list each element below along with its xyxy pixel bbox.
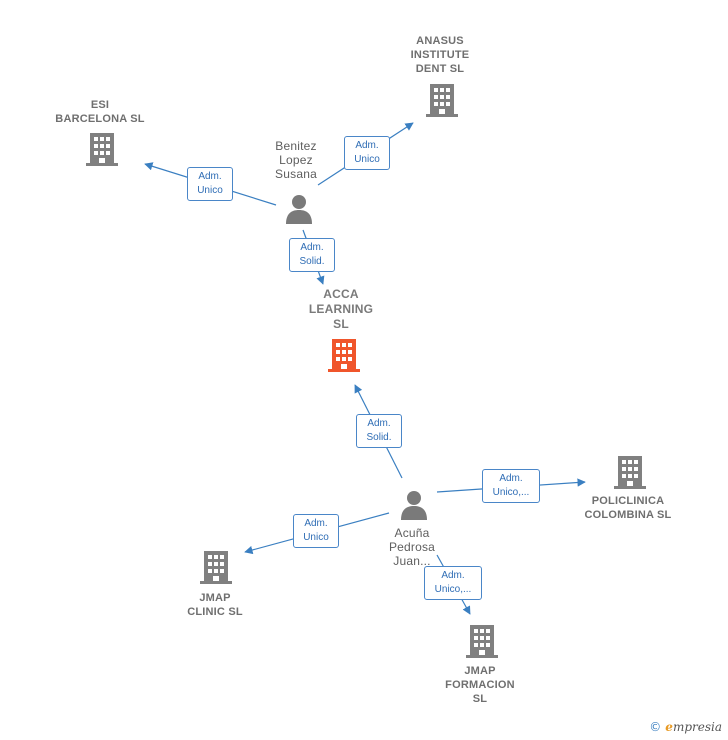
building-icon[interactable]	[466, 625, 498, 658]
node-label-acca[interactable]: ACCA LEARNING SL	[308, 287, 374, 331]
edge-label-benitez-anasus[interactable]: Adm. Unico	[344, 136, 390, 170]
brand-initial: e	[665, 720, 673, 734]
building-icon[interactable]	[200, 551, 232, 584]
node-label-jmap-clinic[interactable]: JMAP CLINIC SL	[187, 592, 243, 618]
edge-label-benitez-acca[interactable]: Adm. Solid.	[289, 238, 335, 272]
node-label-anasus[interactable]: ANASUS INSTITUTE DENT SL	[410, 35, 470, 75]
node-label-jmap-formacion[interactable]: JMAP FORMACION SL	[445, 665, 515, 705]
person-icon[interactable]	[286, 195, 312, 224]
building-icon[interactable]	[86, 133, 118, 166]
node-label-benitez[interactable]: Benitez Lopez Susana	[275, 139, 317, 181]
node-label-acuna[interactable]: Acuña Pedrosa Juan...	[388, 526, 436, 568]
node-label-esi[interactable]: ESI BARCELONA SL	[55, 99, 145, 125]
edge-label-acuna-acca[interactable]: Adm. Solid.	[356, 414, 402, 448]
edge-label-benitez-esi[interactable]: Adm. Unico	[187, 167, 233, 201]
building-icon[interactable]	[614, 456, 646, 489]
edge-label-acuna-policlinica[interactable]: Adm. Unico,...	[482, 469, 540, 503]
copyright-icon: ©	[649, 720, 662, 734]
edge-label-acuna-jmap-formacion[interactable]: Adm. Unico,...	[424, 566, 482, 600]
main-building-icon[interactable]	[328, 339, 360, 372]
footer-brand[interactable]: ©empresia	[649, 720, 722, 734]
edge-label-acuna-jmap-clinic[interactable]: Adm. Unico	[293, 514, 339, 548]
building-icon[interactable]	[426, 84, 458, 117]
brand-name: mpresia	[672, 720, 722, 734]
person-icon[interactable]	[401, 491, 427, 520]
node-label-policlinica[interactable]: POLICLINICA COLOMBINA SL	[584, 495, 672, 521]
